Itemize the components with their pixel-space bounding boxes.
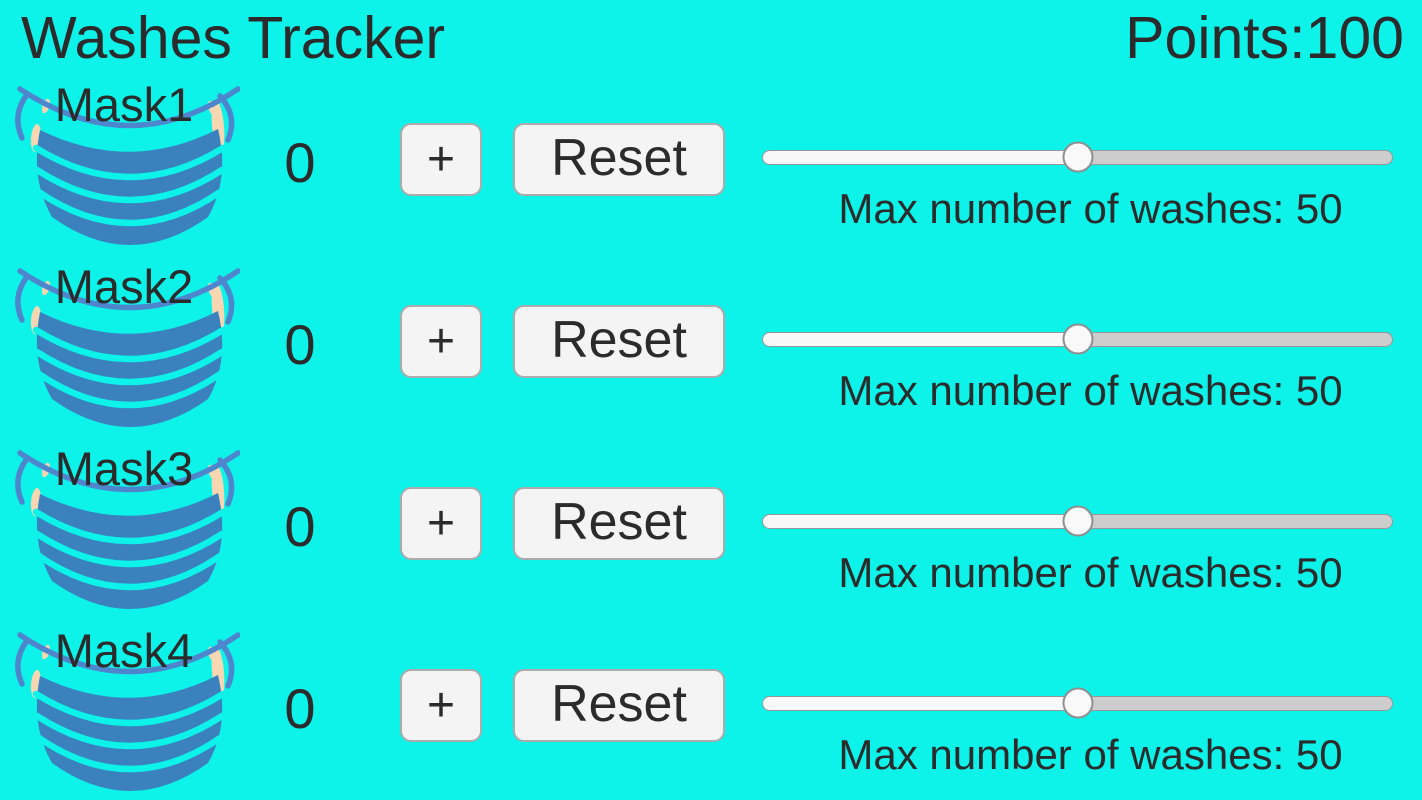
increment-button[interactable]: +	[400, 487, 482, 560]
mask-icon: Mask3	[8, 442, 240, 618]
surgical-mask-icon	[15, 86, 240, 245]
reset-button[interactable]: Reset	[513, 123, 725, 196]
slider-fill	[763, 151, 1078, 164]
mask-icon: Mask2	[8, 260, 240, 436]
mask-name-label: Mask1	[54, 78, 194, 131]
mask-row: Mask4 0 + Reset Max number of washes: 50	[0, 624, 1422, 800]
slider-group: Max number of washes: 50	[762, 84, 1393, 254]
wash-count: 0	[284, 313, 316, 376]
slider-fill	[763, 515, 1078, 528]
wash-count: 0	[284, 131, 316, 194]
mask-icon: Mask1	[8, 78, 240, 254]
slider-thumb[interactable]	[1062, 323, 1093, 355]
max-washes-label: Max number of washes: 50	[838, 549, 1343, 596]
slider-group: Max number of washes: 50	[762, 448, 1393, 618]
mask-row: Mask3 0 + Reset Max number of washes: 50	[0, 442, 1422, 629]
mask-name-label: Mask2	[54, 260, 194, 313]
slider-thumb[interactable]	[1062, 141, 1093, 173]
max-washes-label: Max number of washes: 50	[838, 731, 1343, 778]
wash-count: 0	[284, 677, 316, 740]
mask-icon: Mask4	[8, 624, 240, 800]
reset-button[interactable]: Reset	[513, 669, 725, 742]
slider-thumb[interactable]	[1062, 505, 1093, 537]
mask-name-label: Mask3	[54, 442, 194, 495]
mask-row: Mask1 0 + Reset Max number of washes: 50	[0, 78, 1422, 265]
page-title: Washes Tracker	[21, 5, 446, 71]
surgical-mask-icon	[15, 268, 240, 427]
max-washes-label: Max number of washes: 50	[838, 367, 1343, 414]
max-washes-label: Max number of washes: 50	[838, 185, 1343, 232]
surgical-mask-icon	[15, 450, 240, 609]
slider-group: Max number of washes: 50	[762, 630, 1393, 800]
mask-row: Mask2 0 + Reset Max number of washes: 50	[0, 260, 1422, 447]
reset-button[interactable]: Reset	[513, 487, 725, 560]
slider-group: Max number of washes: 50	[762, 266, 1393, 436]
mask-name-label: Mask4	[54, 624, 194, 677]
points-display: Points:100	[1125, 4, 1404, 72]
surgical-mask-icon	[15, 632, 240, 791]
slider-thumb[interactable]	[1062, 687, 1093, 719]
wash-count: 0	[284, 495, 316, 558]
points-value: 100	[1305, 5, 1404, 71]
reset-button[interactable]: Reset	[513, 305, 725, 378]
increment-button[interactable]: +	[400, 123, 482, 196]
slider-fill	[763, 333, 1078, 346]
increment-button[interactable]: +	[400, 305, 482, 378]
slider-fill	[763, 697, 1078, 710]
points-label: Points:	[1125, 5, 1306, 71]
increment-button[interactable]: +	[400, 669, 482, 742]
